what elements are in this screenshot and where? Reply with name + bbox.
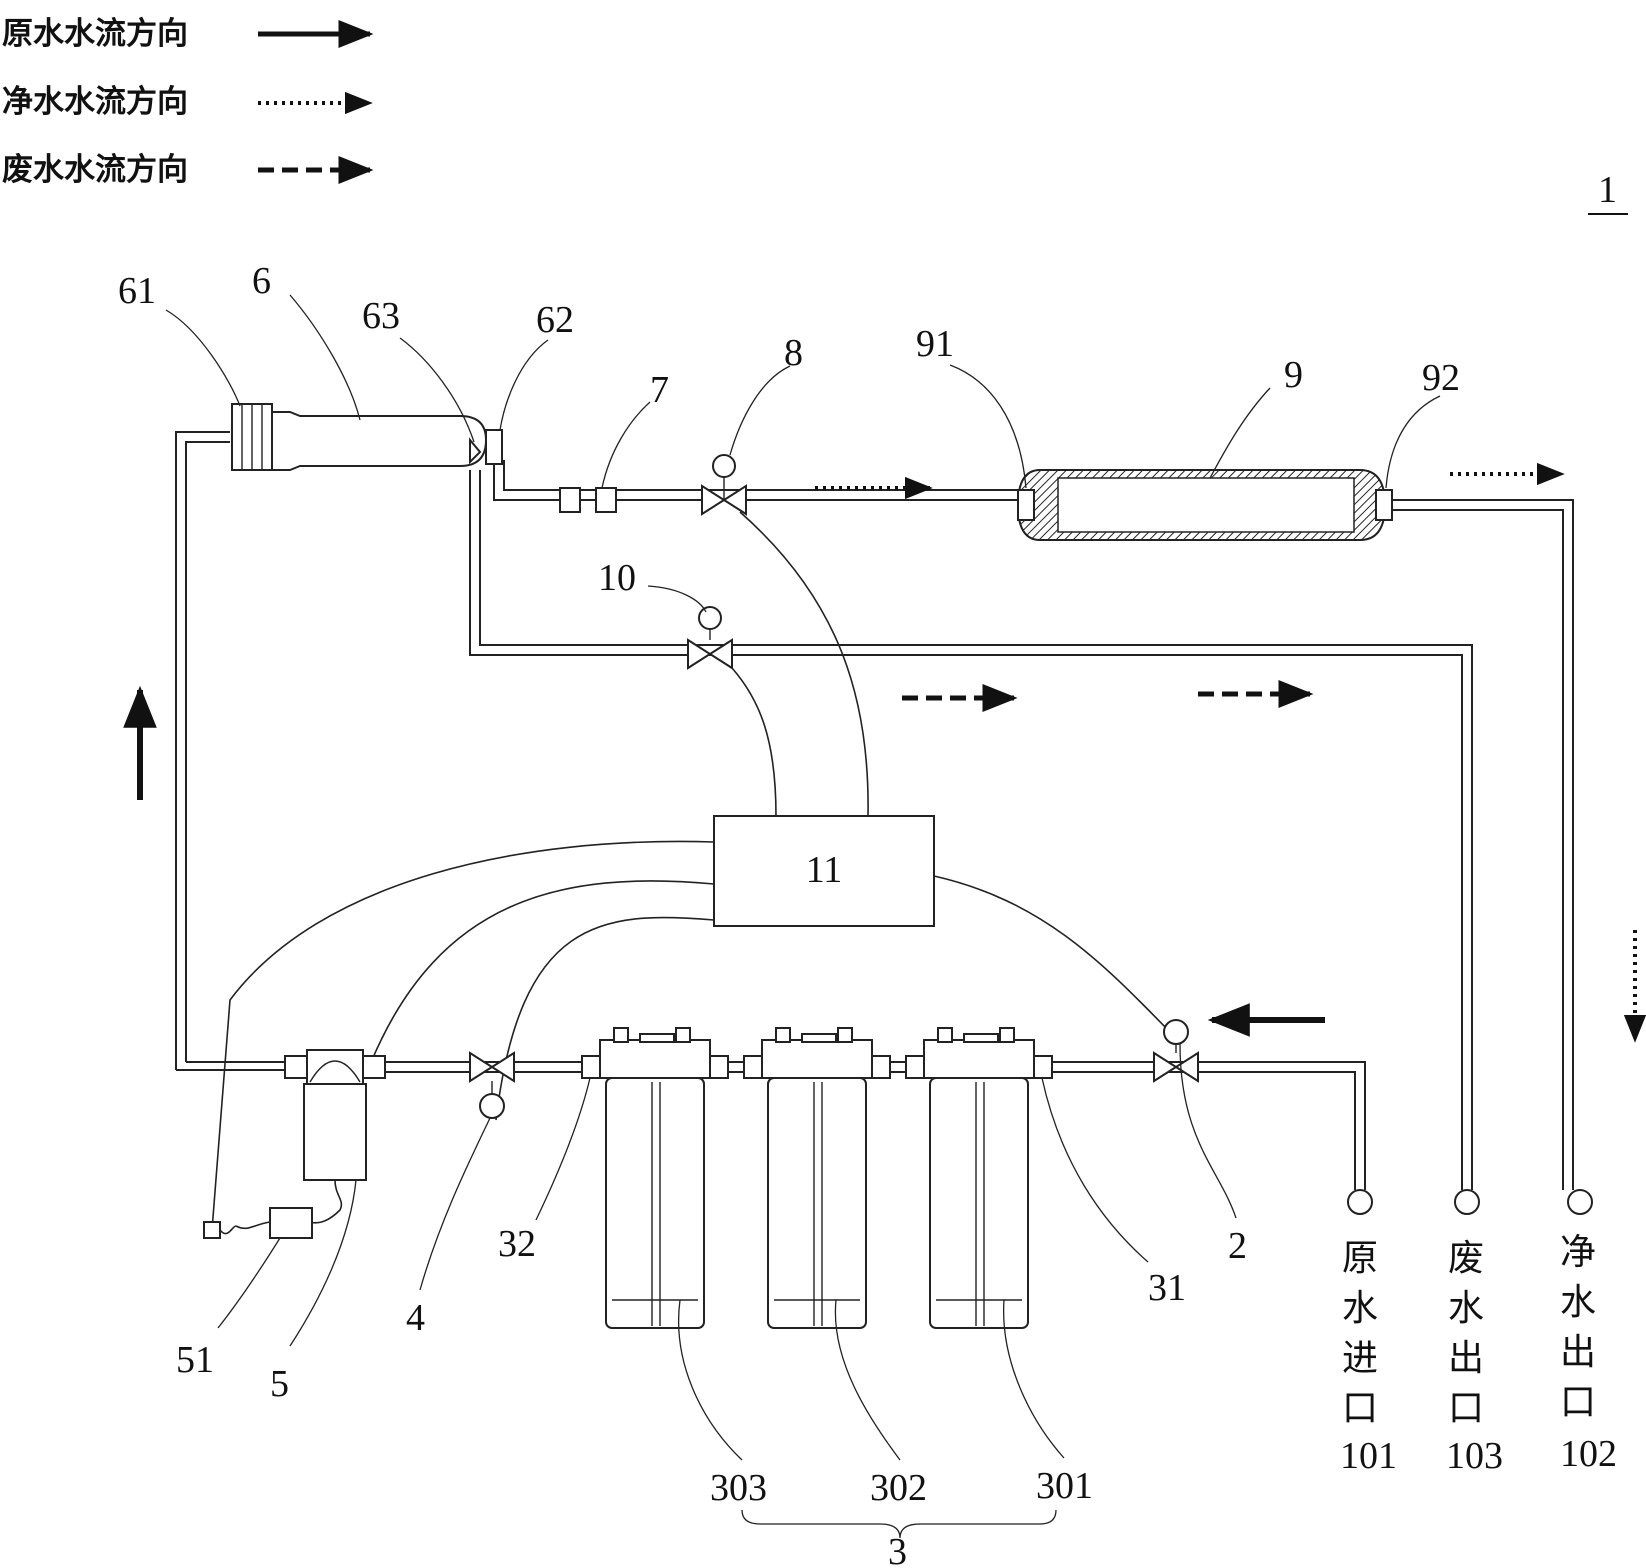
ro-membrane [231, 403, 503, 471]
label-32: 32 [498, 1223, 536, 1265]
pipe-raw-inlet-outer [385, 1061, 1366, 1190]
pump-body [303, 1083, 367, 1181]
port-label-pure-outlet: 净 水 出 口 102 [1560, 1232, 1617, 1475]
pipes [175, 431, 1574, 1190]
label-91: 91 [916, 323, 954, 365]
label-2: 2 [1228, 1225, 1247, 1267]
power-adapter-51 [269, 1207, 313, 1239]
label-8: 8 [784, 332, 803, 374]
inlet-valve-4 [469, 1051, 515, 1119]
port-label-raw-inlet: 原 水 进 口 101 [1340, 1238, 1397, 1477]
booster-pump [203, 1049, 386, 1239]
label-92: 92 [1422, 357, 1460, 399]
label-31: 31 [1148, 1267, 1186, 1309]
label-4: 4 [406, 1297, 425, 1339]
svg-text:102: 102 [1560, 1433, 1617, 1475]
legend-raw-water-label: 原水水流方向 [2, 16, 188, 52]
raw-inlet-valve-2 [1153, 1019, 1199, 1083]
svg-text:口: 口 [1342, 1388, 1378, 1429]
prefilter-303 [581, 1027, 729, 1329]
label-51: 51 [176, 1339, 214, 1381]
svg-text:净: 净 [1560, 1232, 1596, 1273]
control-box-rect [713, 815, 935, 927]
svg-text:口: 口 [1448, 1388, 1484, 1429]
svg-text:原: 原 [1342, 1238, 1378, 1279]
label-63: 63 [362, 295, 400, 337]
label-5: 5 [270, 1363, 289, 1405]
port-pure-outlet-circle [1567, 1189, 1593, 1215]
svg-text:出: 出 [1448, 1338, 1484, 1379]
leader-lines [165, 294, 1441, 1461]
signal-wires [211, 511, 1169, 1231]
svg-text:水: 水 [1342, 1288, 1378, 1329]
svg-text:103: 103 [1446, 1435, 1503, 1477]
label-9: 9 [1284, 354, 1303, 396]
fittings-7 [559, 487, 617, 513]
tank-inner [1057, 477, 1355, 533]
svg-text:废: 废 [1448, 1238, 1484, 1279]
storage-tank [1016, 469, 1393, 541]
svg-text:出: 出 [1560, 1332, 1596, 1373]
prefilter-302 [743, 1027, 891, 1329]
part-labels: 61 6 63 62 7 8 91 9 92 10 2 31 32 4 5 51… [118, 260, 1460, 1568]
control-box-label: 11 [806, 849, 843, 891]
svg-text:101: 101 [1340, 1435, 1397, 1477]
prefilter-301 [905, 1027, 1053, 1329]
solenoid-valve-8 [701, 454, 747, 516]
flow-arrows [123, 462, 1646, 1043]
port-circles [1347, 1189, 1593, 1215]
figure-number: 1 [1598, 169, 1617, 211]
port-waste-outlet-circle [1454, 1189, 1480, 1215]
filters-brace [741, 1509, 1057, 1539]
membrane-body [271, 411, 488, 471]
label-7: 7 [650, 369, 669, 411]
svg-text:进: 进 [1342, 1338, 1378, 1379]
pipe-left-outer [175, 431, 230, 1070]
label-3: 3 [888, 1531, 907, 1568]
waste-valve-10 [687, 606, 733, 670]
legend-waste-water-label: 废水水流方向 [2, 152, 188, 188]
svg-text:水: 水 [1448, 1288, 1484, 1329]
port-raw-inlet-circle [1347, 1189, 1373, 1215]
tank-inlet-91 [1017, 489, 1035, 521]
label-62: 62 [536, 299, 574, 341]
label-10: 10 [598, 557, 636, 599]
membrane-check-63 [469, 437, 482, 465]
label-61: 61 [118, 270, 156, 312]
control-box: 11 [713, 815, 935, 927]
label-302: 302 [870, 1467, 927, 1509]
pipe-left-inner [185, 441, 230, 1062]
label-6: 6 [252, 260, 271, 302]
pipe-raw-inlet-inner [385, 1071, 1356, 1190]
label-303: 303 [710, 1467, 767, 1509]
tank-outlet-92 [1375, 489, 1393, 521]
legend-pure-water-label: 净水水流方向 [2, 84, 188, 120]
svg-text:口: 口 [1560, 1382, 1596, 1423]
label-301: 301 [1036, 1465, 1093, 1507]
legend: 原水水流方向 净水水流方向 废水水流方向 [2, 16, 374, 188]
port-label-waste-outlet: 废 水 出 口 103 [1446, 1238, 1503, 1477]
svg-text:水: 水 [1560, 1282, 1596, 1323]
membrane-outlet-62 [485, 429, 503, 465]
